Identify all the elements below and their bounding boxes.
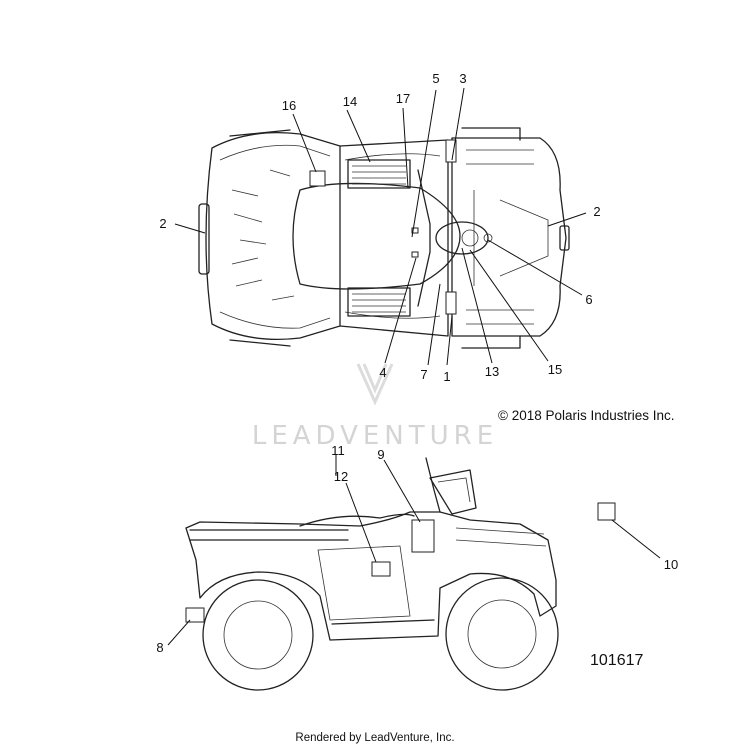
atv-side-view <box>185 457 616 691</box>
callout-2-left: 2 <box>159 216 166 231</box>
callout-11: 11 <box>331 443 345 458</box>
callout-14: 14 <box>343 94 357 109</box>
leadventure-watermark: LEADVENTURE <box>252 363 498 451</box>
callout-3: 3 <box>459 71 466 86</box>
atv-top-view <box>198 127 570 349</box>
callout-15: 15 <box>548 362 562 377</box>
decal-12 <box>371 561 391 577</box>
callout-9: 9 <box>377 447 384 462</box>
callout-1: 1 <box>443 369 450 384</box>
decal-9 <box>411 519 435 553</box>
callout-4: 4 <box>379 365 386 380</box>
callout-10: 10 <box>664 557 678 572</box>
callout-2-right: 2 <box>593 204 600 219</box>
callout-12: 12 <box>334 469 348 484</box>
callout-17: 17 <box>396 91 410 106</box>
callout-numbers: 1 2 2 3 4 5 6 7 8 9 10 11 12 13 14 15 16… <box>156 71 678 655</box>
decal-8 <box>185 607 205 623</box>
callout-7: 7 <box>420 367 427 382</box>
callout-16: 16 <box>282 98 296 113</box>
render-credit-footer: Rendered by LeadVenture, Inc. <box>295 732 455 744</box>
callout-8: 8 <box>156 640 163 655</box>
watermark-text: LEADVENTURE <box>252 421 498 451</box>
callout-5: 5 <box>432 71 439 86</box>
copyright-notice: © 2018 Polaris Industries Inc. <box>498 408 675 423</box>
leader-lines <box>167 87 661 646</box>
callout-13: 13 <box>485 364 499 379</box>
callout-6: 6 <box>585 292 592 307</box>
decal-16 <box>309 170 326 187</box>
decal-10 <box>597 502 616 521</box>
diagram-part-number: 101617 <box>590 652 644 669</box>
